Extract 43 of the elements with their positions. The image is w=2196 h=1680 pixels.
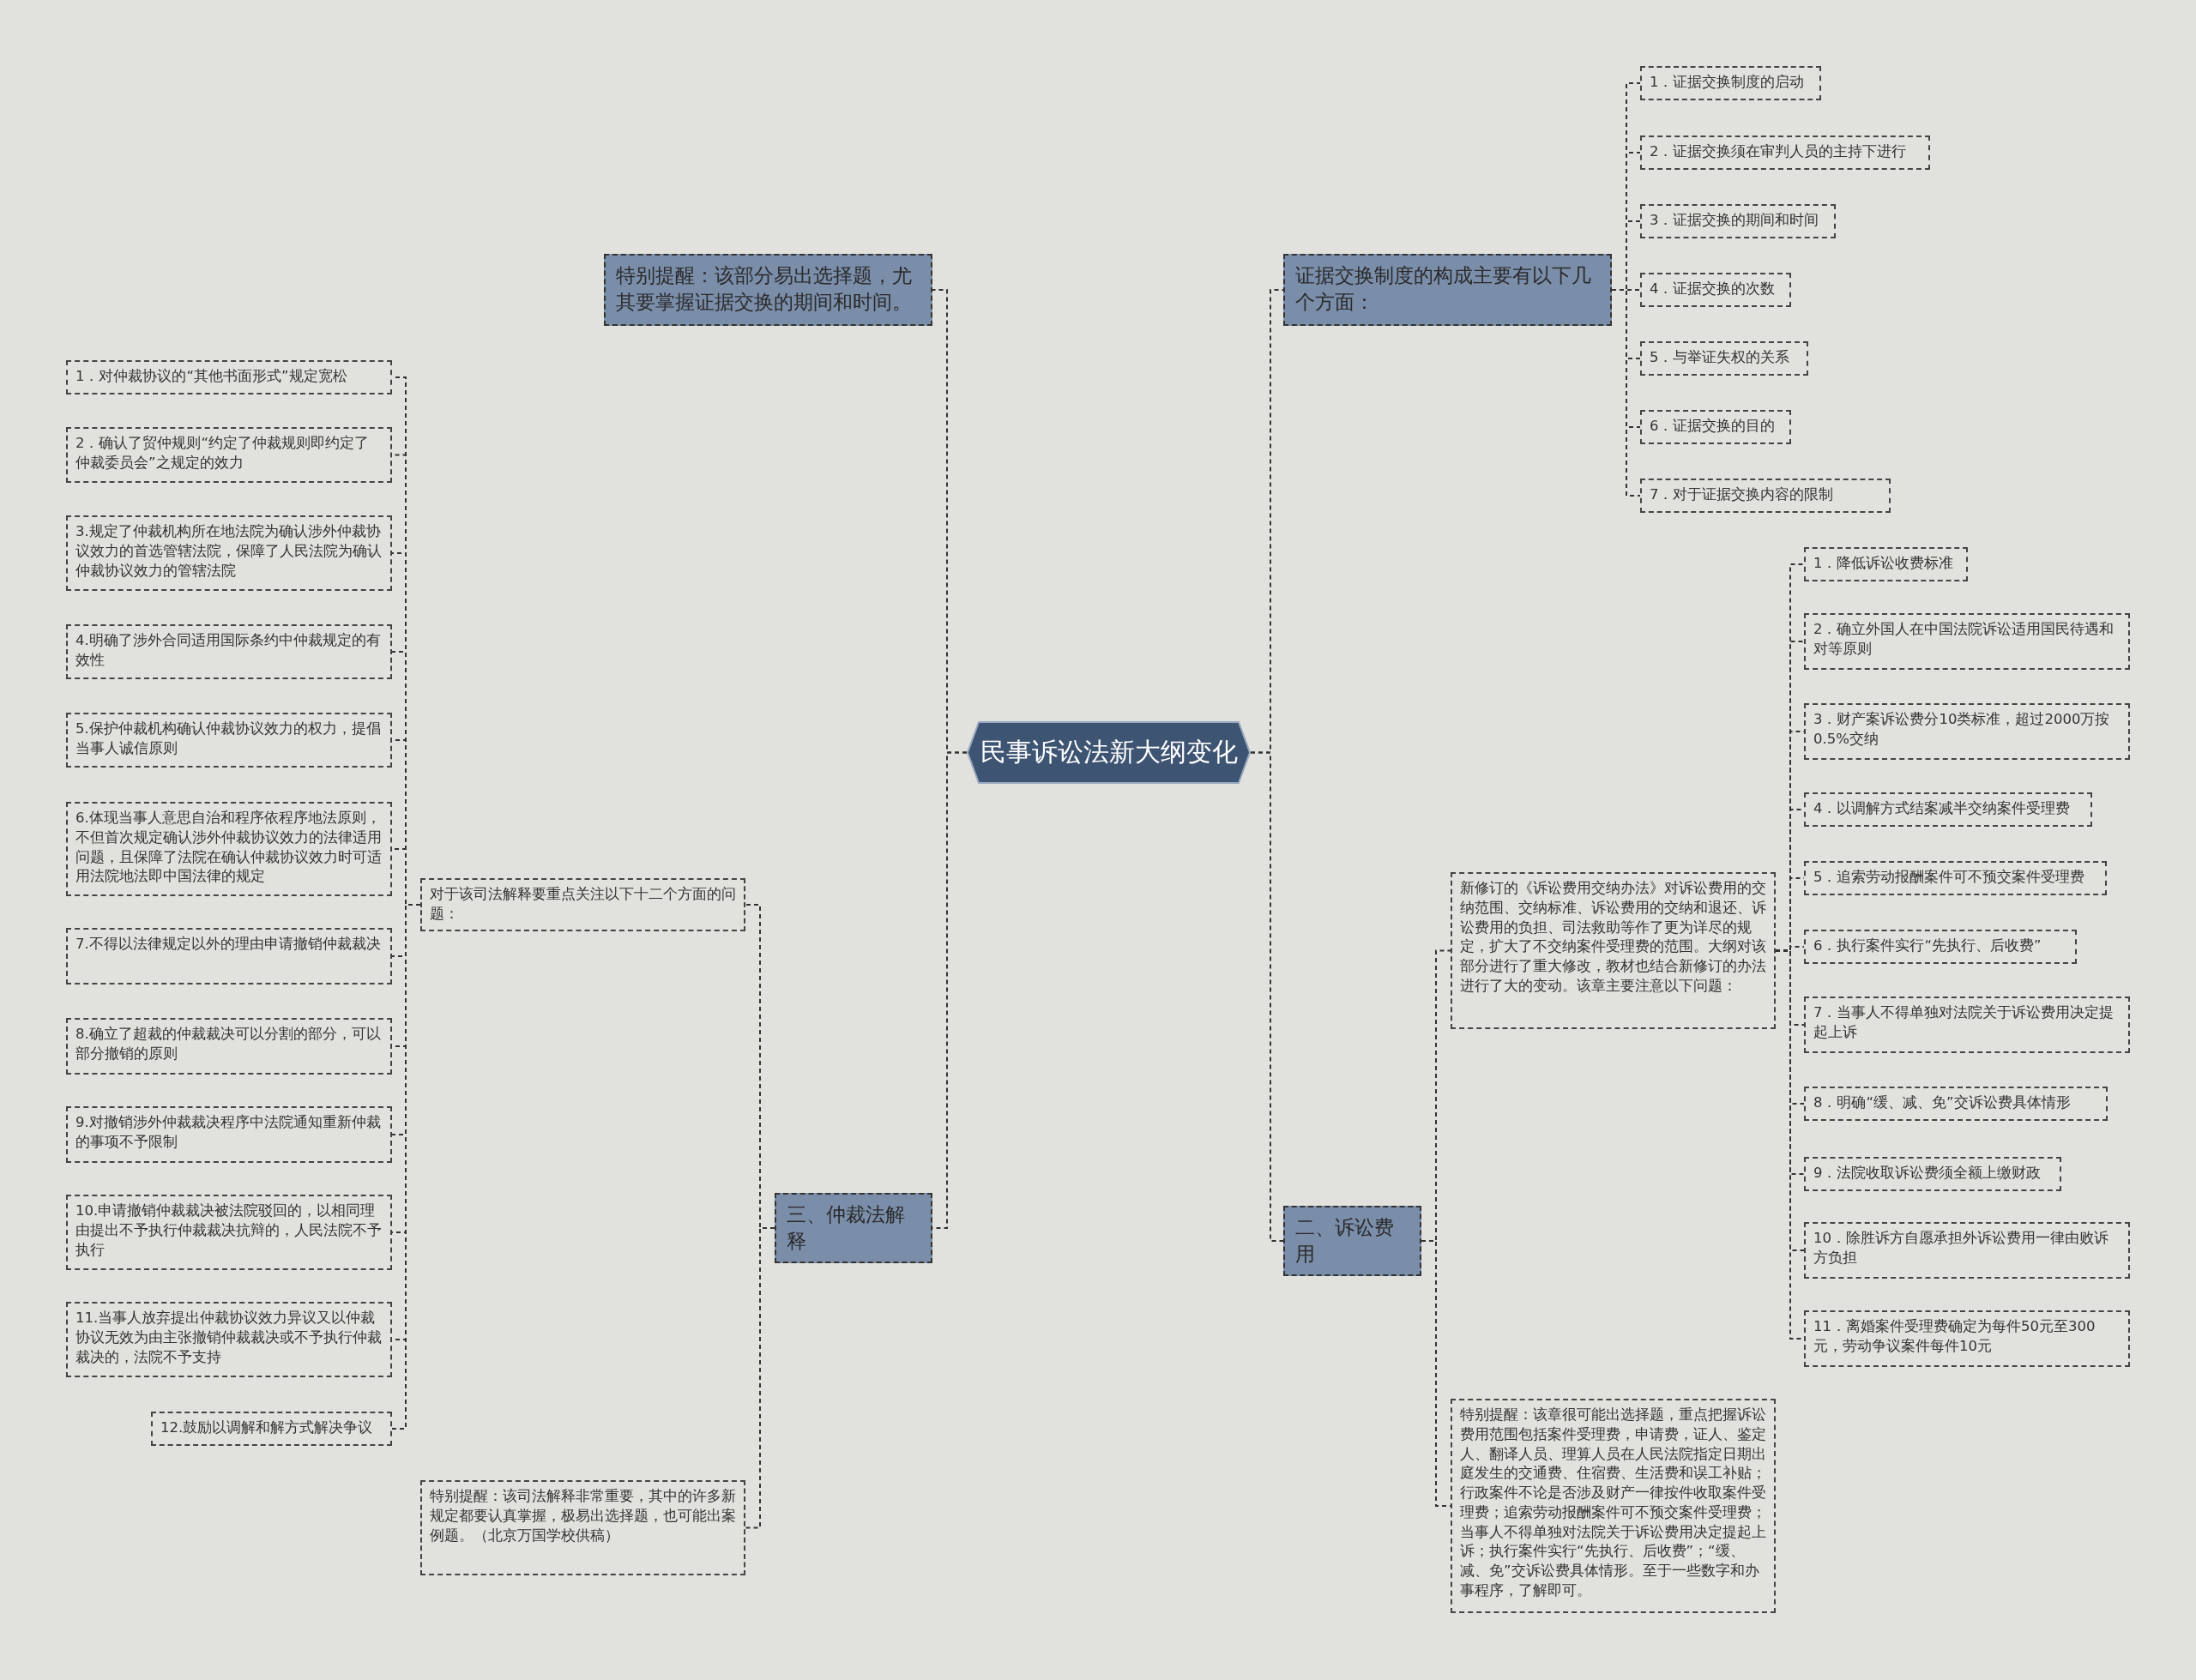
subtopic-box: 1．对仲裁协议的“其他书面形式”规定宽松 xyxy=(66,360,392,394)
subtopic-box: 5．追索劳动报酬案件可不预交案件受理费 xyxy=(1804,861,2107,895)
connector-line xyxy=(391,904,421,1430)
connector-line xyxy=(1611,289,1641,497)
subtopic-box: 10．除胜诉方自愿承担外诉讼费用一律由败诉方负担 xyxy=(1804,1222,2130,1279)
subtopic-box: 3．财产案诉讼费分10类标准，超过2000万按0.5%交纳 xyxy=(1804,703,2130,760)
subtopic-box: 特别提醒：该章很可能出选择题，重点把握诉讼费用范围包括案件受理费，申请费，证人、鉴定人、翻译人员、理算人员在人民法院指定日期出庭发生的交通费、住宿费、生活费和误工补贴；行政案件不论是否涉及财产一律按件收取案件受理费；追索劳动报酬案件可不预交案件受理费；当事人不得单独对法院关于诉讼费用决定提起上诉；执行案件实行“先执行、后收费”；“缓、减、免”交诉讼费具体情形。至于一些数字和办事程序，了解即可。 xyxy=(1451,1399,1776,1613)
subtopic-box: 6．执行案件实行“先执行、后收费” xyxy=(1804,930,2077,964)
subtopic-box: 2．确认了贸仲规则“约定了仲裁规则即约定了仲裁委员会”之规定的效力 xyxy=(66,427,392,483)
subtopic-box: 10.申请撤销仲裁裁决被法院驳回的，以相同理由提出不予执行仲裁裁决抗辩的，人民法院不予执行 xyxy=(66,1195,392,1270)
subtopic-box: 2．证据交换须在审判人员的主持下进行 xyxy=(1640,135,1930,170)
subtopic-box: 8．明确“缓、减、免”交诉讼费具体情形 xyxy=(1804,1087,2108,1121)
subtopic-box: 5．与举证失权的关系 xyxy=(1640,341,1808,376)
subtopic-box: 特别提醒：该司法解释非常重要，其中的许多新规定都要认真掌握，极易出选择题，也可能出案例题。（北京万国学校供稿） xyxy=(420,1480,745,1575)
subtopic-box: 6．证据交换的目的 xyxy=(1640,410,1791,444)
topic-box: 特别提醒：该部分易出选择题，尤其要掌握证据交换的期间和时间。 xyxy=(604,254,932,326)
subtopic-box: 1．证据交换制度的启动 xyxy=(1640,66,1821,100)
central-topic: 民事诉讼法新大纲变化 xyxy=(967,721,1251,784)
subtopic-box: 1．降低诉讼收费标准 xyxy=(1804,547,1968,581)
subtopic-box: 7.不得以法律规定以外的理由申请撤销仲裁裁决 xyxy=(66,928,392,985)
connector-line xyxy=(1421,1240,1451,1507)
subtopic-box: 对于该司法解释要重点关注以下十二个方面的问题： xyxy=(420,878,745,931)
subtopic-box: 6.体现当事人意思自治和程序依程序地法原则，不但首次规定确认涉外仲裁协议效力的法律适用问题，且保障了法院在确认仲裁协议效力时可适用法院地法即中国法律的规定 xyxy=(66,802,392,896)
topic-box: 二、诉讼费用 xyxy=(1283,1206,1421,1277)
subtopic-box: 3.规定了仲裁机构所在地法院为确认涉外仲裁协议效力的首选管辖法院，保障了人民法院为确认仲裁协议效力的管辖法院 xyxy=(66,515,392,591)
topic-box: 证据交换制度的构成主要有以下几个方面： xyxy=(1283,254,1612,326)
subtopic-box: 12.鼓励以调解和解方式解决争议 xyxy=(151,1412,392,1446)
subtopic-box: 3．证据交换的期间和时间 xyxy=(1640,204,1836,238)
subtopic-box: 7．对于证据交换内容的限制 xyxy=(1640,479,1891,513)
subtopic-box: 新修订的《诉讼费用交纳办法》对诉讼费用的交纳范围、交纳标准、诉讼费用的交纳和退还、诉讼费用的负担、司法救助等作了更为详尽的规定，扩大了不交纳案件受理费的范围。大纲对该部分进行了重大修改，教材也结合新修订的办法进行了大的变动。该章主要注意以下问题： xyxy=(1451,872,1776,1029)
subtopic-box: 9．法院收取诉讼费须全额上缴财政 xyxy=(1804,1157,2061,1191)
subtopic-box: 5.保护仲裁机构确认仲裁协议效力的权力，提倡当事人诚信原则 xyxy=(66,713,392,768)
subtopic-box: 9.对撤销涉外仲裁裁决程序中法院通知重新仲裁的事项不予限制 xyxy=(66,1106,392,1163)
connector-line xyxy=(1250,751,1284,1242)
subtopic-box: 7．当事人不得单独对法院关于诉讼费用决定提起上诉 xyxy=(1804,997,2130,1053)
subtopic-box: 4．以调解方式结案减半交纳案件受理费 xyxy=(1804,792,2092,827)
subtopic-box: 11．离婚案件受理费确定为每件50元至300元，劳动争议案件每件10元 xyxy=(1804,1310,2130,1367)
subtopic-box: 2．确立外国人在中国法院诉讼适用国民待遇和对等原则 xyxy=(1804,613,2130,670)
subtopic-box: 4．证据交换的次数 xyxy=(1640,273,1791,307)
subtopic-box: 4.明确了涉外合同适用国际条约中仲裁规定的有效性 xyxy=(66,624,392,679)
topic-box: 三、仲裁法解释 xyxy=(775,1193,932,1264)
subtopic-box: 8.确立了超裁的仲裁裁决可以分割的部分，可以部分撤销的原则 xyxy=(66,1018,392,1075)
subtopic-box: 11.当事人放弃提出仲裁协议效力异议又以仲裁协议无效为由主张撤销仲裁裁决或不予执行仲裁裁决的，法院不予支持 xyxy=(66,1302,392,1377)
